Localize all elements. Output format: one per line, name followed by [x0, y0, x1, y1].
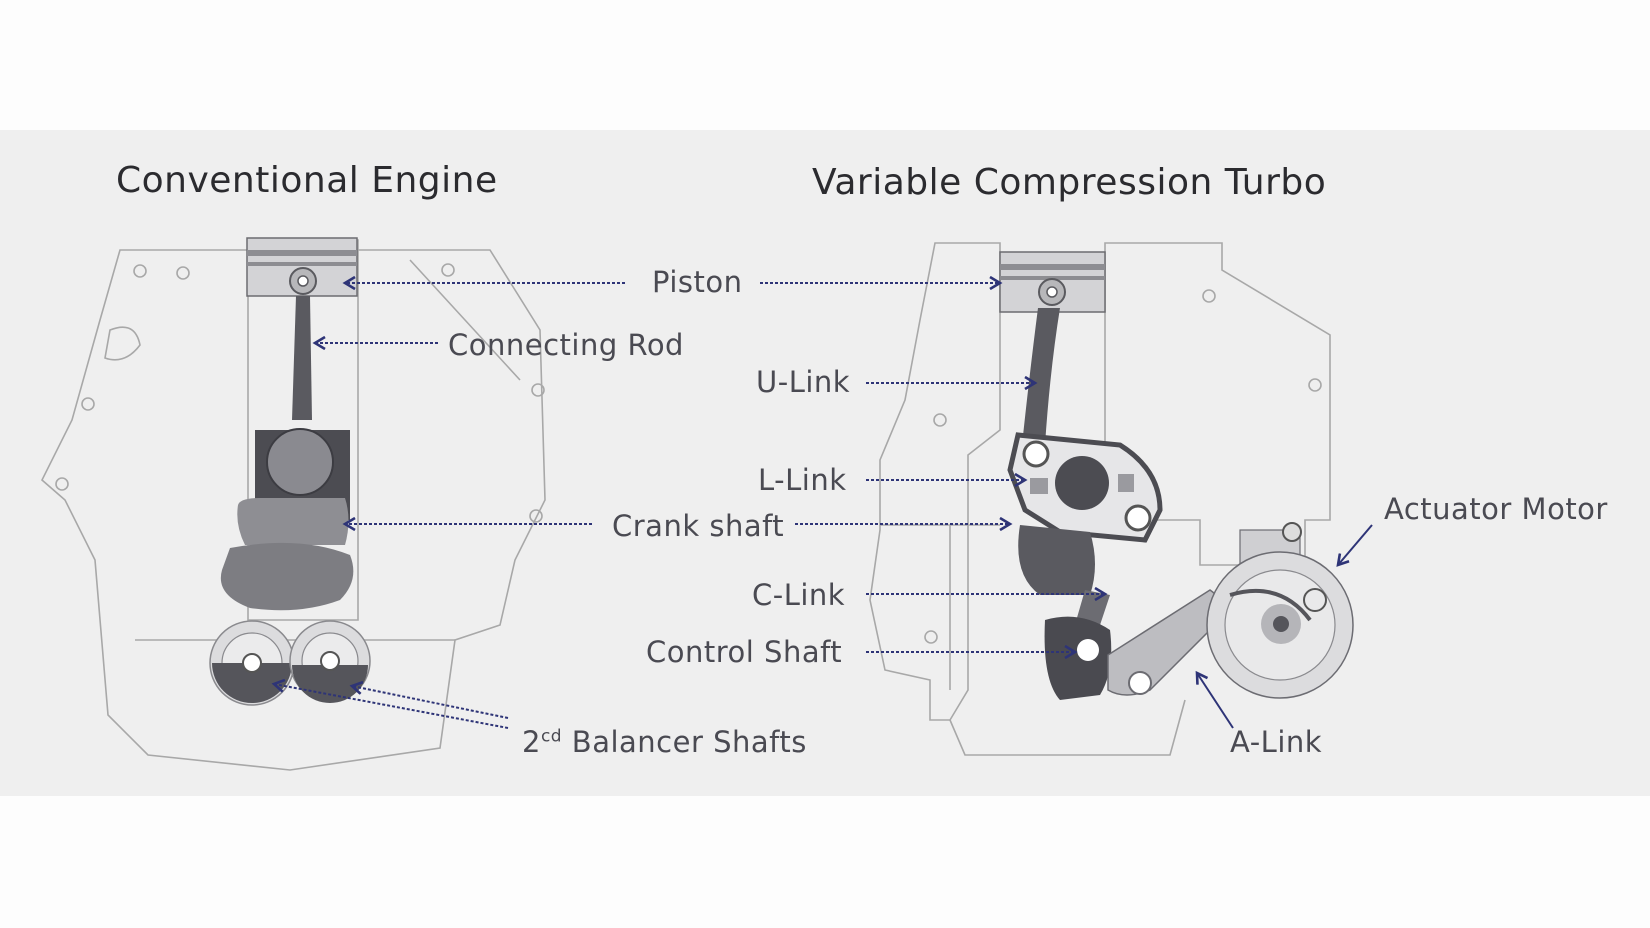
label-balancer-shafts: 2cd Balancer Shafts: [522, 728, 807, 757]
balancer-text: Balancer Shafts: [562, 725, 807, 759]
right-piston: [999, 251, 1106, 313]
label-l-link: L-Link: [758, 463, 847, 497]
leader-balancer-1: [274, 684, 509, 729]
balancer-number: 2: [522, 725, 541, 759]
actuator-motor-part: [1206, 522, 1354, 699]
label-piston: Piston: [652, 265, 743, 299]
left-crankshaft: [220, 498, 354, 611]
leader-a-link: [1197, 673, 1234, 729]
label-connecting-rod: Connecting Rod: [448, 328, 684, 362]
left-balancer-shafts: [209, 620, 371, 706]
title-variable-compression-turbo: Variable Compression Turbo: [812, 162, 1327, 203]
balancer-superscript: cd: [540, 726, 563, 747]
label-c-link: C-Link: [752, 578, 846, 612]
label-control-shaft: Control Shaft: [646, 635, 843, 669]
label-actuator-motor: Actuator Motor: [1384, 492, 1608, 526]
left-connecting-rod: [255, 296, 350, 520]
leader-balancer-2: [352, 686, 509, 719]
title-conventional-engine: Conventional Engine: [116, 160, 498, 201]
right-crank-part: [1018, 525, 1095, 595]
label-crank-shaft: Crank shaft: [612, 509, 785, 543]
leader-lines: [274, 283, 1373, 729]
l-link-part: [1007, 432, 1163, 543]
label-u-link: U-Link: [756, 365, 851, 399]
label-a-link: A-Link: [1230, 725, 1323, 759]
u-link-part: [1022, 308, 1060, 445]
control-shaft-part: [1044, 616, 1112, 700]
a-link-part: [1107, 589, 1222, 696]
leader-actuator-motor: [1338, 524, 1373, 565]
left-piston: [246, 237, 358, 297]
